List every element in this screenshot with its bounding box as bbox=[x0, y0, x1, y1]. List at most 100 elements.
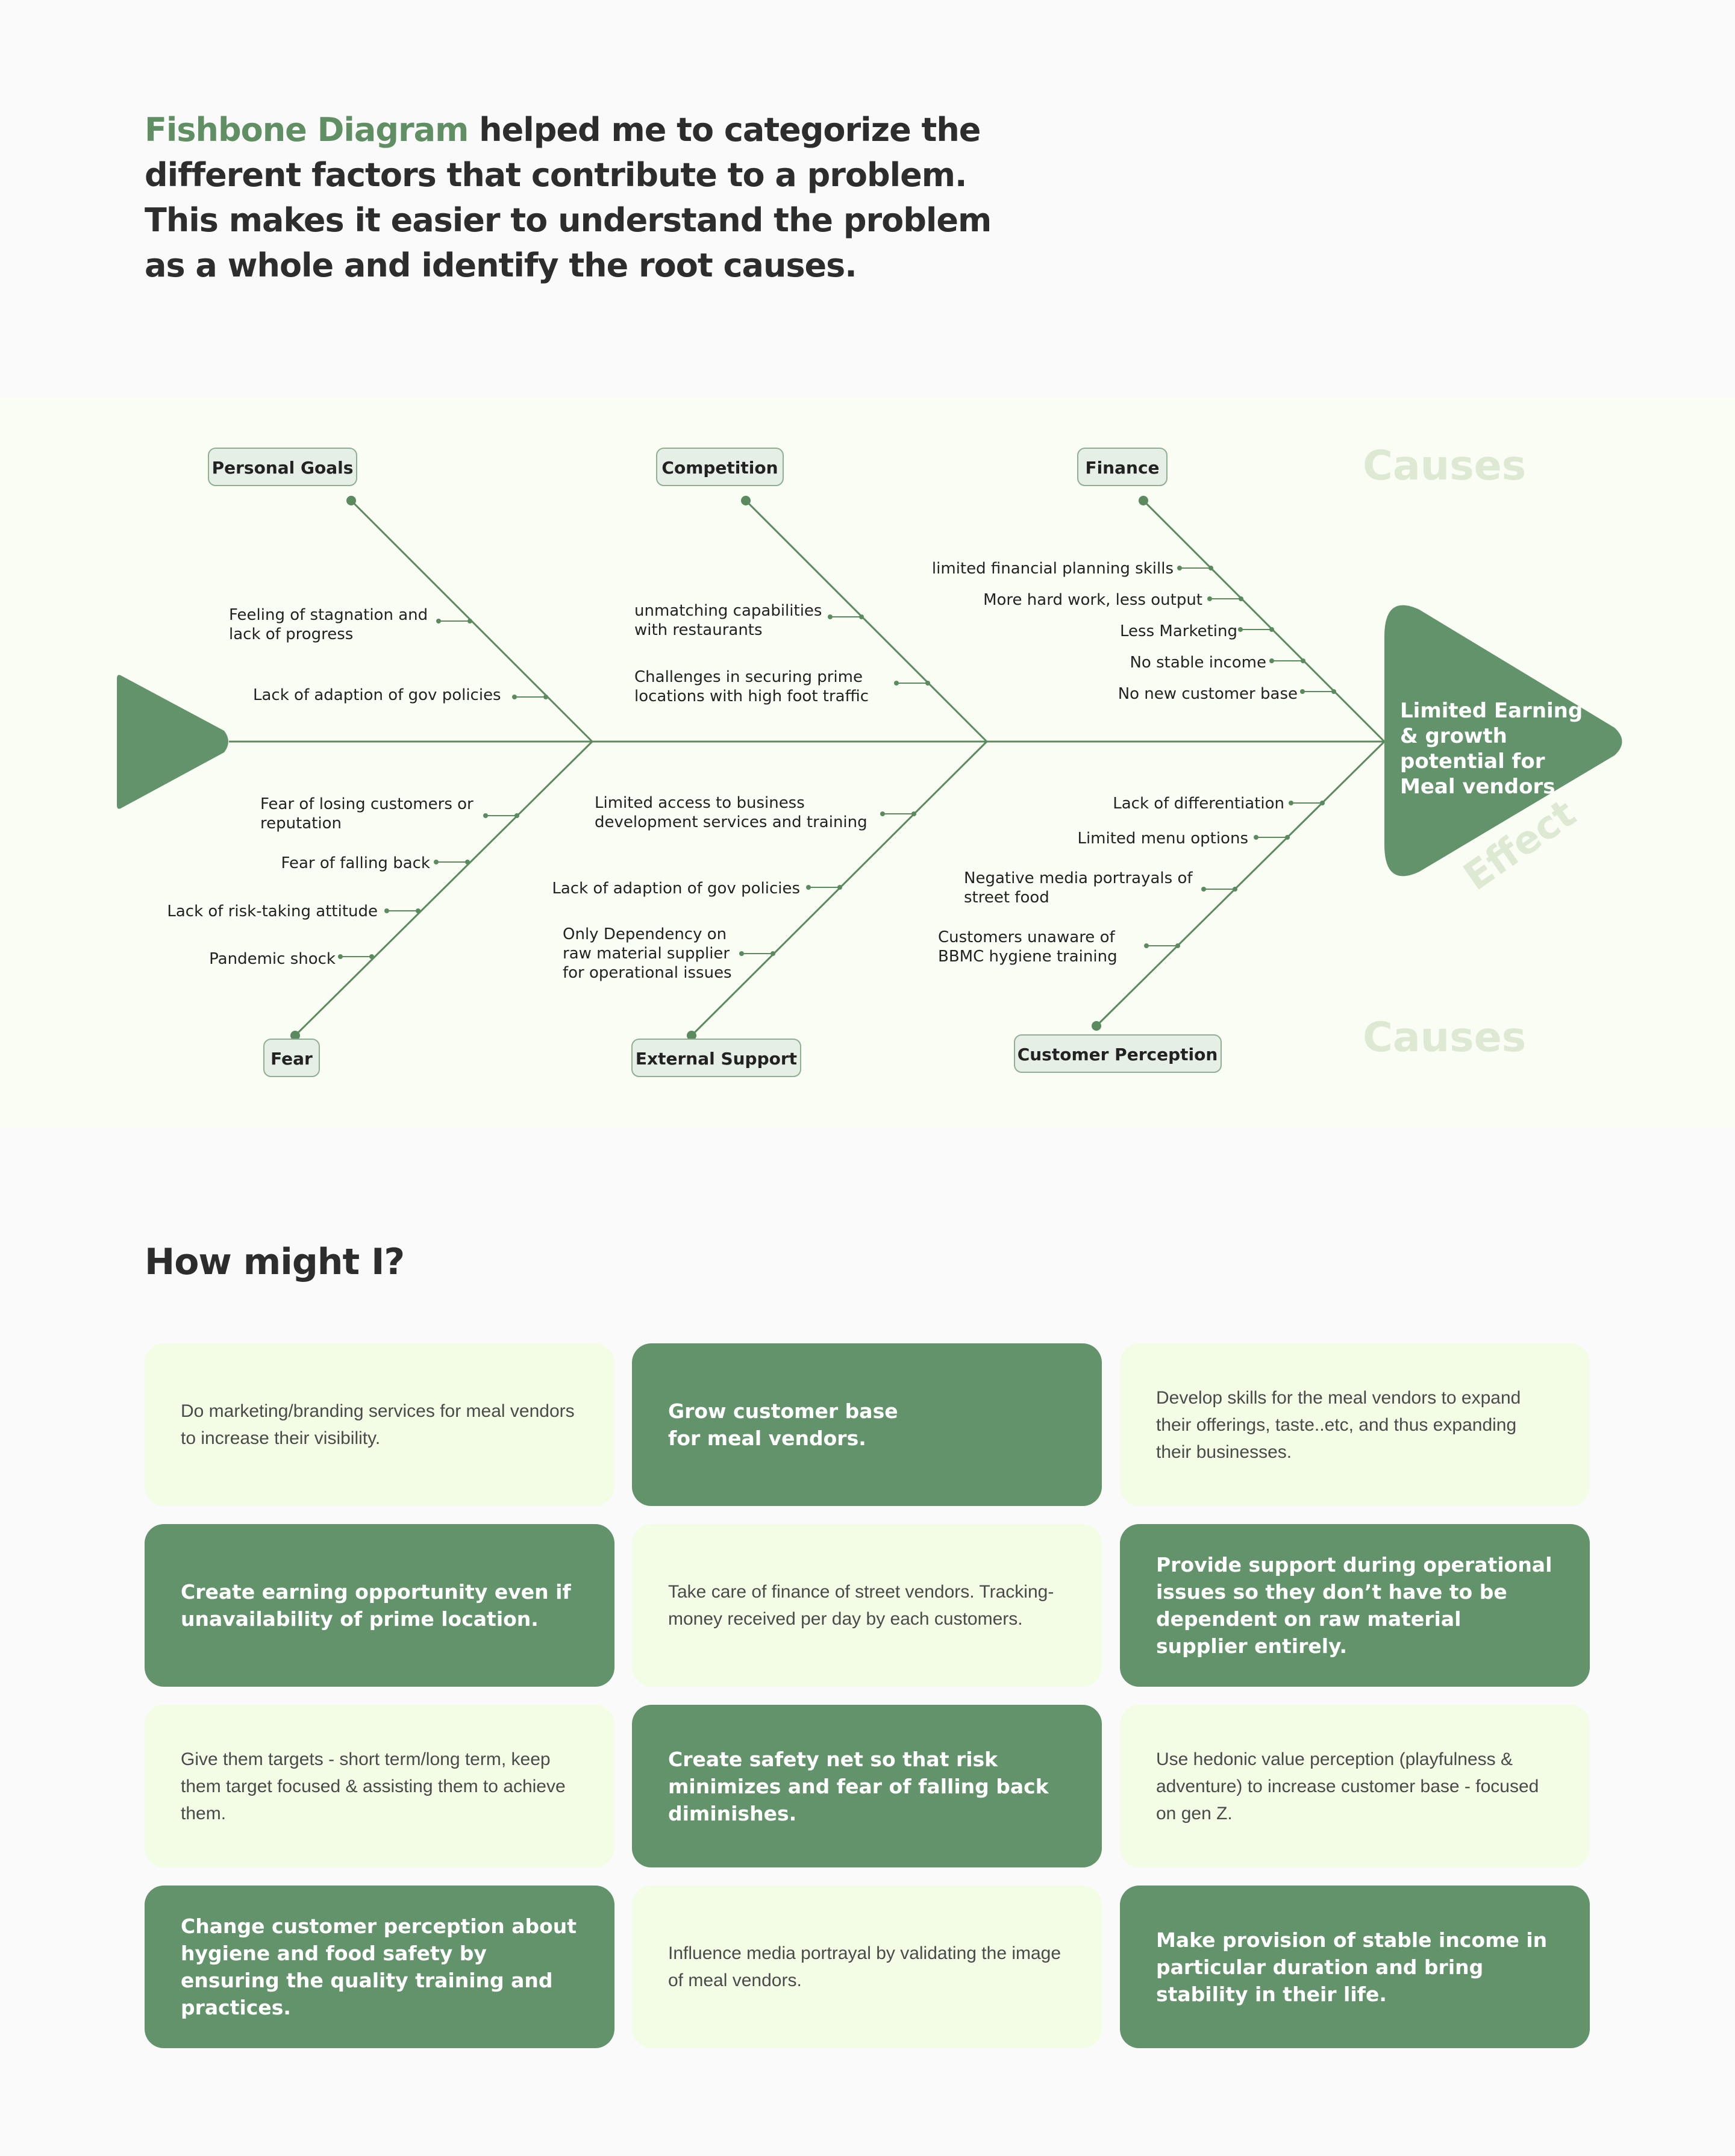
hmw-card-text: Take care of finance of street vendors. … bbox=[668, 1582, 1054, 1629]
cause-dot bbox=[384, 908, 389, 913]
cause-item: Pandemic shock bbox=[209, 950, 374, 968]
cause-item: Lack of adaption of gov policies bbox=[552, 880, 842, 898]
cause-dot bbox=[1285, 835, 1290, 840]
cause-dot bbox=[416, 908, 420, 913]
category-customer-perception-label: Customer Perception bbox=[1018, 1045, 1218, 1064]
cause-label-line: raw material supplier bbox=[563, 945, 730, 963]
cause-dot bbox=[739, 951, 744, 956]
cause-dot bbox=[483, 813, 488, 818]
cause-label-line: development services and training bbox=[595, 813, 868, 831]
cause-item: Lack of risk-taking attitude bbox=[167, 902, 420, 920]
cause-item: Fear of falling back bbox=[281, 854, 470, 872]
fish-tail bbox=[117, 675, 228, 809]
cause-item: More hard work, less output bbox=[983, 591, 1243, 609]
bone-end-dot bbox=[1092, 1021, 1101, 1031]
category-competition-label: Competition bbox=[661, 458, 778, 478]
hmw-card: Give them targets - short term/long term… bbox=[145, 1705, 614, 1867]
cause-dot bbox=[806, 885, 811, 890]
hmw-card-text: Provide support during operational issue… bbox=[1156, 1553, 1552, 1658]
cause-dot bbox=[1300, 689, 1305, 694]
cause-label: More hard work, less output bbox=[983, 591, 1202, 609]
cause-label-line: street food bbox=[964, 889, 1049, 907]
category-finance-label: Finance bbox=[1085, 458, 1159, 478]
cause-dot bbox=[1208, 566, 1213, 570]
cause-label-line: Fear of falling back bbox=[281, 854, 430, 872]
cause-dot bbox=[1175, 943, 1180, 948]
cause-dot bbox=[1269, 627, 1274, 632]
cause-label-line: for operational issues bbox=[563, 964, 732, 982]
hmw-card: Develop skills for the meal vendors to e… bbox=[1120, 1343, 1590, 1506]
effect-text-line: & growth bbox=[1400, 724, 1507, 748]
hmw-card-text: Do marketing/branding services for meal … bbox=[181, 1401, 575, 1448]
cause-label: Lack of adaption of gov policies bbox=[253, 686, 501, 704]
cause-dot bbox=[1331, 689, 1336, 694]
cause-label-line: Pandemic shock bbox=[209, 950, 336, 968]
cause-dot bbox=[1177, 566, 1182, 570]
cause-item: No new customer base bbox=[1118, 685, 1336, 703]
bone-end-dot bbox=[346, 496, 356, 505]
cause-dot bbox=[828, 614, 833, 619]
cause-dot bbox=[543, 695, 548, 699]
category-external-support: External Support bbox=[631, 1039, 801, 1077]
cause-item: Lack of differentiation bbox=[1113, 795, 1325, 813]
cause-dot bbox=[338, 954, 343, 959]
intro-highlight: Fishbone Diagram bbox=[145, 111, 469, 149]
hmw-card-text: Give them targets - short term/long term… bbox=[181, 1749, 566, 1823]
bone-end-dot bbox=[687, 1031, 696, 1040]
cause-dot bbox=[859, 614, 864, 619]
cause-item: limited financial planning skills bbox=[932, 560, 1213, 578]
cause-item: Limited menu options bbox=[1077, 830, 1290, 848]
cause-label-line: limited financial planning skills bbox=[932, 560, 1174, 578]
cause-label: Less Marketing bbox=[1120, 622, 1237, 640]
cause-label-line: Challenges in securing prime bbox=[634, 668, 863, 686]
cause-label-line: Customers unaware of bbox=[938, 928, 1115, 946]
cause-dot bbox=[1239, 596, 1243, 601]
effect-text-line: potential for bbox=[1400, 749, 1545, 773]
cause-label: limited financial planning skills bbox=[932, 560, 1174, 578]
hmw-card: Take care of finance of street vendors. … bbox=[632, 1524, 1102, 1687]
hmw-card-text: Create earning opportunity even if unava… bbox=[181, 1580, 571, 1631]
causes-label-bottom: Causes bbox=[1363, 1014, 1526, 1061]
hmw-card: Influence media portrayal by validating … bbox=[632, 1886, 1102, 2048]
cause-dot bbox=[512, 695, 517, 699]
cause-dot bbox=[1144, 943, 1149, 948]
cause-dot bbox=[1254, 835, 1258, 840]
category-fear: Fear bbox=[263, 1039, 320, 1077]
cause-label-line: unmatching capabilities bbox=[634, 602, 822, 620]
bone-fear bbox=[294, 740, 593, 1037]
cause-dot bbox=[911, 811, 916, 816]
cause-dot bbox=[1233, 887, 1237, 892]
bone-customer-perception bbox=[1095, 740, 1386, 1027]
category-competition: Competition bbox=[656, 448, 784, 486]
cause-item: Less Marketing bbox=[1120, 622, 1274, 640]
bone-finance bbox=[1142, 499, 1386, 743]
effect-text-line: Limited Earning bbox=[1400, 699, 1583, 723]
category-personal-goals: Personal Goals bbox=[208, 448, 357, 486]
cause-dot bbox=[1301, 658, 1305, 663]
cause-label-line: locations with high foot traffic bbox=[634, 687, 869, 705]
cause-label-line: Fear of losing customers or bbox=[260, 795, 474, 813]
cause-dot bbox=[837, 885, 842, 890]
causes-label-top: Causes bbox=[1363, 442, 1526, 490]
cause-dot bbox=[1320, 801, 1325, 805]
hmw-card: Provide support during operational issue… bbox=[1120, 1524, 1590, 1687]
cause-label-line: Less Marketing bbox=[1120, 622, 1237, 640]
cause-label: No stable income bbox=[1130, 654, 1266, 672]
effect-text-line: Meal vendors bbox=[1400, 775, 1555, 799]
bone-end-dot bbox=[290, 1031, 300, 1040]
category-fear-label: Fear bbox=[270, 1049, 313, 1069]
hmw-card: Create safety net so that risk minimizes… bbox=[632, 1705, 1102, 1867]
hmw-card-text: Create safety net so that risk minimizes… bbox=[668, 1747, 1049, 1825]
cause-dot bbox=[771, 951, 775, 956]
hmw-card-text: Change customer perception about hygiene… bbox=[181, 1914, 577, 2019]
category-customer-perception: Customer Perception bbox=[1014, 1034, 1222, 1073]
